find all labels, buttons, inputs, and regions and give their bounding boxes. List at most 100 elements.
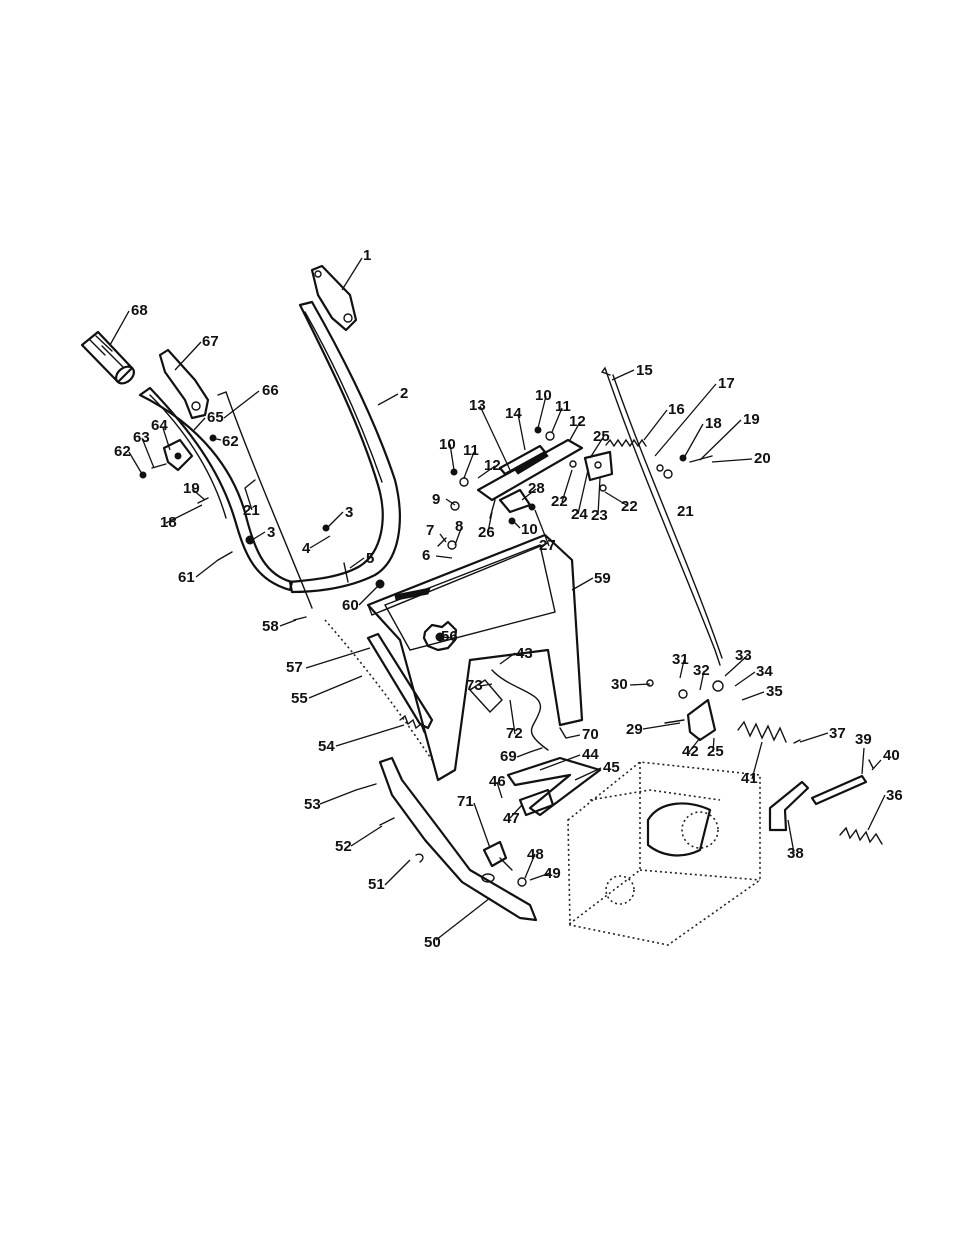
callout-3: 3: [345, 504, 353, 521]
handle-bracket: [312, 266, 356, 330]
callout-56: 56: [441, 628, 458, 645]
callout-42: 42: [682, 743, 699, 760]
callout-48: 48: [527, 846, 544, 863]
callout-64: 64: [151, 417, 168, 434]
chain: [325, 620, 432, 760]
callout-50: 50: [424, 934, 441, 951]
leader-line: [309, 676, 362, 698]
callout-numbers: 1 2 3 3 4 5 6 7 8 9 10 10 10 11 11 12 12…: [114, 247, 903, 951]
callout-59: 59: [594, 570, 611, 587]
callout-1: 1: [363, 247, 371, 264]
leader-line: [612, 370, 634, 380]
callout-35: 35: [766, 683, 783, 700]
pivot-plate: [585, 452, 612, 480]
callout-5: 5: [366, 550, 374, 567]
callout-52: 52: [335, 838, 352, 855]
leader-line: [566, 735, 580, 738]
callout-33: 33: [735, 647, 752, 664]
callout-11: 11: [463, 442, 479, 459]
callout-25: 25: [593, 428, 610, 445]
callout-44: 44: [582, 746, 599, 763]
leader-line: [336, 725, 404, 746]
spring-41: [738, 722, 786, 742]
callout-12: 12: [484, 457, 501, 474]
callout-54: 54: [318, 738, 335, 755]
callout-62: 62: [114, 443, 131, 460]
callout-18: 18: [160, 514, 177, 531]
callout-26: 26: [478, 524, 495, 541]
leader-line: [474, 803, 490, 848]
leader-line: [224, 391, 259, 418]
callout-71: 71: [457, 793, 474, 810]
leader-line: [194, 418, 205, 430]
callout-22: 22: [551, 493, 568, 510]
callout-39: 39: [855, 731, 872, 748]
leader-line: [110, 311, 129, 345]
leader-line: [175, 342, 201, 370]
leader-line: [712, 459, 752, 462]
callout-22: 22: [621, 498, 638, 515]
callout-46: 46: [489, 773, 506, 790]
callout-3: 3: [267, 524, 275, 541]
shift-rod: [602, 368, 720, 665]
callout-12: 12: [569, 413, 586, 430]
callout-45: 45: [603, 759, 620, 776]
leader-line: [800, 733, 828, 742]
leader-line: [351, 826, 382, 846]
callout-10: 10: [535, 387, 552, 404]
callout-19: 19: [183, 480, 200, 497]
callout-61: 61: [178, 569, 195, 586]
switch: [484, 842, 506, 866]
leader-line: [572, 578, 593, 590]
callout-72: 72: [506, 725, 523, 742]
leader-line: [385, 860, 410, 885]
callout-65: 65: [207, 409, 224, 426]
callout-41: 41: [741, 770, 758, 787]
callout-55: 55: [291, 690, 308, 707]
callout-34: 34: [756, 663, 773, 680]
callout-37: 37: [829, 725, 846, 742]
callout-10: 10: [521, 521, 538, 538]
pin-rod: [812, 776, 866, 804]
callout-17: 17: [718, 375, 735, 392]
callout-70: 70: [582, 726, 599, 743]
leader-line: [310, 536, 330, 548]
callout-7: 7: [426, 522, 434, 539]
callout-67: 67: [202, 333, 219, 350]
callout-60: 60: [342, 597, 359, 614]
leader-line: [872, 760, 881, 770]
leader-line: [862, 748, 864, 774]
leader-line: [342, 258, 362, 290]
spring-36: [840, 828, 882, 844]
parts-drawing: [82, 266, 882, 945]
leader-line: [252, 532, 265, 540]
callout-15: 15: [636, 362, 653, 379]
callout-29: 29: [626, 721, 643, 738]
callout-62: 62: [222, 433, 239, 450]
leader-line: [868, 795, 885, 830]
callout-21: 21: [243, 502, 260, 519]
control-panel: [368, 535, 582, 780]
callout-28: 28: [528, 480, 545, 497]
link-42: [688, 700, 715, 740]
callout-73: 73: [466, 677, 483, 694]
leader-line: [129, 452, 142, 474]
callout-68: 68: [131, 302, 148, 319]
callout-6: 6: [422, 547, 430, 564]
leader-line: [517, 752, 530, 757]
callout-14: 14: [505, 405, 522, 422]
callout-18: 18: [705, 415, 722, 432]
leader-line: [643, 723, 680, 729]
callout-32: 32: [693, 662, 710, 679]
callout-51: 51: [368, 876, 385, 893]
callout-24: 24: [571, 506, 588, 523]
callout-63: 63: [133, 429, 150, 446]
leader-line: [685, 424, 703, 456]
callout-43: 43: [516, 645, 533, 662]
callout-38: 38: [787, 845, 804, 862]
callout-31: 31: [672, 651, 689, 668]
callout-66: 66: [262, 382, 279, 399]
callout-16: 16: [668, 401, 685, 418]
leader-line: [644, 410, 667, 440]
callout-21: 21: [677, 503, 694, 520]
